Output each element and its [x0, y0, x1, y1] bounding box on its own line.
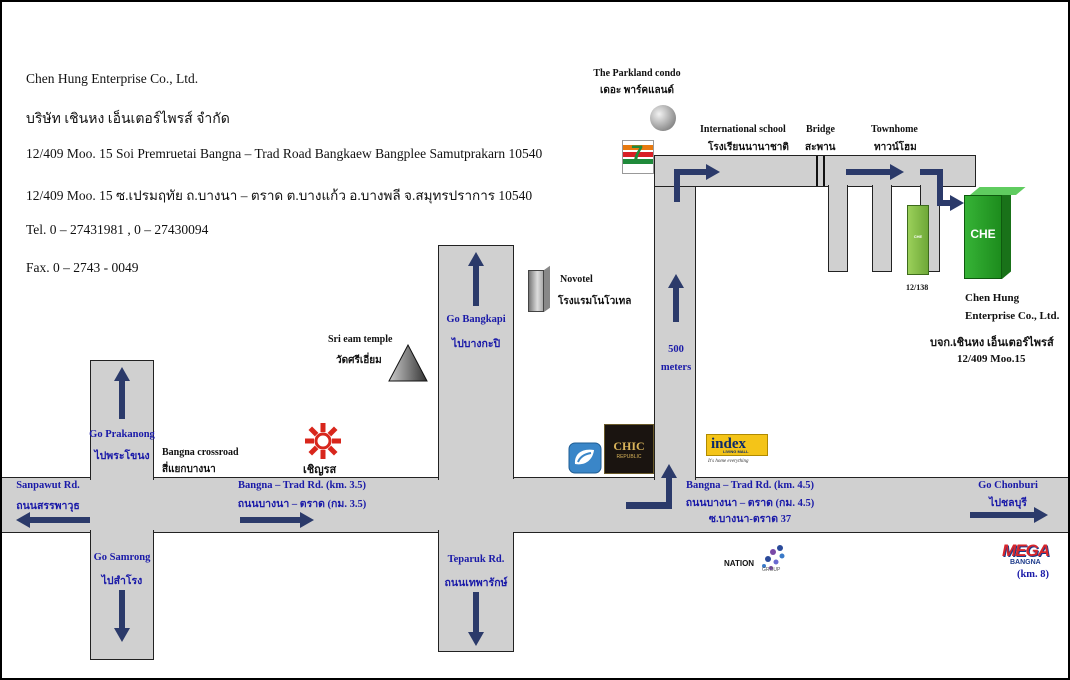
parkland-building-icon [650, 105, 676, 131]
bangna-trad-km45-th: ถนนบางนา – ตราด (กม. 4.5) [685, 498, 815, 509]
bangna-crossroad-en: Bangna crossroad [162, 447, 239, 458]
mega-sub-label: BANGNA [1010, 559, 1041, 566]
arrow-turn-to-che [920, 169, 964, 211]
sanpawut-road-en: Sanpawut Rd. [16, 480, 80, 491]
chengrasa-label: เชิญรส [303, 464, 337, 476]
bridge-mark [816, 156, 818, 186]
soi-37-label: ซ.บางนา-ตราด 37 [708, 514, 792, 525]
nation-label: NATION [724, 559, 755, 568]
go-chonburi-en: Go Chonburi [978, 480, 1038, 491]
index-sub-label: LIVING MALL [723, 449, 749, 454]
arrow-turn-into-soi [626, 464, 677, 509]
bridge-label-th: สะพาน [805, 142, 836, 153]
che-name-th: บจก.เชินหง เอ็นเตอร์ไพรส์ [930, 337, 1054, 349]
index-label: index [711, 436, 747, 452]
temple-label-th: วัดศรีเอี่ยม [336, 355, 382, 366]
distance-500: 500 [668, 344, 684, 355]
company-name-th: บริษัท เชินหง เอ็นเตอร์ไพรส์ จำกัด [26, 112, 230, 127]
soi-branch-1 [828, 185, 848, 272]
bridge-label-en: Bridge [806, 124, 835, 135]
arrow-up-prakanong [114, 367, 130, 419]
bangna-crossroad-th: สี่แยกบางนา [162, 464, 216, 475]
teparuk-road-th: ถนนเทพารักษ์ [444, 578, 508, 589]
arrow-up-soi [668, 274, 684, 322]
che-building: CHE [964, 187, 1026, 279]
temple-icon [388, 344, 428, 382]
road-fill [873, 182, 891, 188]
company-address-en: 12/409 Moo. 15 Soi Premruetai Bangna – T… [26, 146, 543, 161]
novotel-building-icon [528, 265, 550, 312]
nation-group-dots-icon [762, 545, 785, 570]
arrow-turn-right-soi [674, 164, 720, 202]
index-living-mall-logo: index LIVING MALL It's home everything [706, 434, 768, 472]
mega-km-label: (km. 8) [1016, 569, 1050, 580]
go-samrong-en: Go Samrong [93, 552, 151, 563]
chic-sub-label: REPUBLIC [616, 454, 642, 460]
road-fill [439, 526, 513, 534]
arrow-down-samrong [114, 590, 130, 642]
road-fill [508, 478, 518, 532]
chic-republic-logo: CHIC REPUBLIC [604, 424, 654, 474]
che-address: 12/409 Moo.15 [957, 353, 1026, 365]
che-building-label: CHE [970, 227, 996, 241]
seven-eleven-logo-icon: 7 [622, 140, 654, 174]
teparuk-road-en: Teparuk Rd. [447, 554, 505, 565]
go-prakanong-th: ไปพระโขนง [94, 451, 150, 462]
go-chonburi-th: ไปชลบุรี [989, 498, 1027, 509]
go-samrong-th: ไปสำโรง [101, 576, 143, 587]
bangna-trad-km35-th: ถนนบางนา – ตราด (กม. 3.5) [237, 499, 367, 510]
nation-sub-label: GROUP [762, 567, 781, 573]
novotel-label-en: Novotel [560, 274, 593, 285]
arrow-right-bangna [240, 512, 314, 528]
arrow-right-chonburi [970, 507, 1048, 523]
go-prakanong-en: Go Prakanong [89, 429, 155, 440]
chengrasa-logo-icon [305, 423, 341, 459]
townhome-label-en: Townhome [871, 124, 918, 135]
go-bangkapi-en: Go Bangkapi [446, 314, 506, 325]
parkland-label-en: The Parkland condo [593, 68, 681, 79]
bangna-trad-km35-en: Bangna – Trad Rd. (km. 3.5) [238, 480, 366, 491]
arrow-up-bangkapi [468, 252, 484, 306]
sanpawut-road-th: ถนนสรรพาวุธ [16, 501, 80, 512]
soi-branch-2 [872, 185, 892, 272]
company-fax: Fax. 0 – 2743 - 0049 [26, 260, 139, 275]
bangna-trad-road-west [2, 477, 520, 533]
arrow-down-teparuk [468, 592, 484, 646]
temple-label-en: Sri eam temple [328, 334, 393, 345]
novotel-label-th: โรงแรมโนโวเทล [558, 296, 632, 307]
go-bangkapi-th: ไปบางกะปิ [451, 339, 501, 350]
building-small-label: CHE [913, 234, 923, 239]
road-fill [91, 526, 153, 534]
chic-label: CHIC [613, 439, 645, 453]
road-fill [921, 182, 939, 188]
che-name-2: Enterprise Co., Ltd. [965, 310, 1060, 322]
distance-meters: meters [660, 362, 692, 373]
bangna-trad-road-east [512, 477, 1068, 533]
company-tel: Tel. 0 – 27431981 , 0 – 27430094 [26, 222, 209, 237]
road-fill [91, 472, 153, 484]
building-12-138: CHE [907, 205, 929, 275]
arrow-right-townhome [846, 164, 904, 180]
che-name-1: Chen Hung [965, 292, 1020, 304]
company-address-th: 12/409 Moo. 15 ซ.เปรมฤทัย ถ.บางนา – ตราด… [26, 188, 533, 203]
company-name-en: Chen Hung Enterprise Co., Ltd. [26, 71, 199, 86]
road-fill [829, 182, 847, 188]
building-12-138-label: 12/138 [906, 283, 929, 292]
intl-school-label-en: International school [700, 124, 786, 135]
road-fill [439, 472, 513, 484]
fuel-station-logo-icon [568, 442, 602, 474]
bangna-trad-km45-en: Bangna – Trad Rd. (km. 4.5) [686, 480, 814, 491]
bridge-mark [823, 156, 825, 186]
arrow-left-sanpawut [16, 512, 90, 528]
townhome-label-th: ทาวน์โฮม [874, 142, 917, 153]
mega-label: MEGA [1002, 541, 1050, 560]
intl-school-label-th: โรงเรียนนานาชาติ [708, 142, 789, 153]
parkland-label-th: เดอะ พาร์คแลนด์ [600, 85, 674, 96]
index-slogan: It's home everything [708, 459, 749, 464]
